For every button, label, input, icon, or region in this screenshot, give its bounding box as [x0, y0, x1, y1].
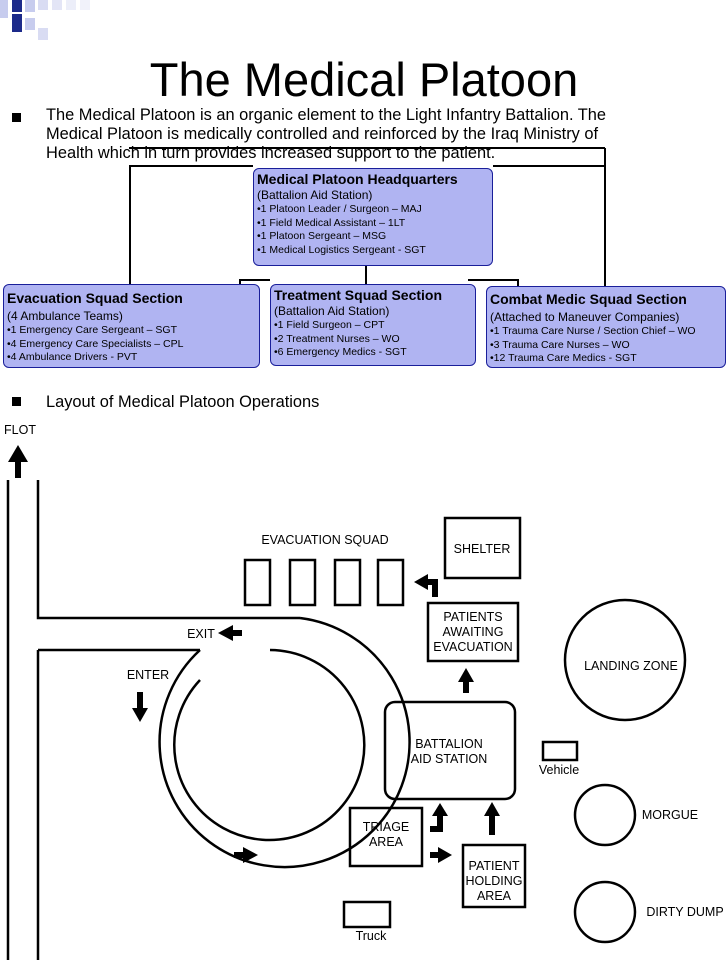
- treatment-title: Treatment Squad Section: [274, 287, 443, 303]
- triage-box: [348, 806, 424, 868]
- vehicle-box: [541, 740, 579, 762]
- combat-medic-item: •12 Trauma Care Medics - SGT: [490, 352, 637, 364]
- layout-map: FLOT EVACUATION SQUAD SHELTER PATIENTS A…: [4, 423, 724, 960]
- patients-awaiting-box: [426, 601, 520, 663]
- enter-label: ENTER: [127, 668, 169, 682]
- dirty-dump-circle: [573, 880, 637, 944]
- patient-holding-line: AREA: [477, 889, 512, 903]
- morgue-label: MORGUE: [642, 808, 698, 822]
- arrow-up-icon: [458, 668, 474, 693]
- shelter-box: [443, 516, 522, 580]
- bullet-square: [12, 113, 21, 122]
- vehicle-label: Vehicle: [539, 763, 579, 777]
- hq-item: •1 Field Medical Assistant – 1LT: [257, 216, 406, 229]
- vehicle-slot: [288, 558, 317, 607]
- hq-item: •1 Platoon Leader / Surgeon – MAJ: [257, 203, 422, 215]
- combat-medic-item: •3 Trauma Care Nurses – WO: [490, 338, 630, 351]
- hq-item: •1 Medical Logistics Sergeant - SGT: [257, 243, 426, 256]
- corner-decoration: [0, 0, 90, 40]
- hq-box: Medical Platoon Headquarters (Battalion …: [253, 168, 493, 266]
- aid-station-line: BATTALION: [415, 737, 483, 751]
- landing-zone-circle: [563, 598, 687, 722]
- road-loop: [158, 616, 411, 869]
- combat-medic-box: Combat Medic Squad Section (Attached to …: [486, 286, 726, 368]
- patient-holding-box: [461, 843, 527, 909]
- org-connectors: [129, 147, 606, 290]
- treatment-item: •1 Field Surgeon – CPT: [274, 319, 385, 331]
- combat-medic-title: Combat Medic Squad Section: [490, 291, 687, 307]
- arrow-up-icon: [8, 445, 28, 478]
- aid-station-line: AID STATION: [411, 752, 488, 766]
- intro-paragraph: The Medical Platoon is an organic elemen…: [46, 106, 716, 163]
- hq-title: Medical Platoon Headquarters: [257, 171, 458, 187]
- arrow-left-icon: [414, 574, 438, 597]
- evacuation-box: Evacuation Squad Section (4 Ambulance Te…: [3, 284, 260, 368]
- hq-item: •1 Platoon Sergeant – MSG: [257, 230, 387, 242]
- evacuation-subtitle: (4 Ambulance Teams): [7, 309, 123, 323]
- vehicle-slot: [376, 558, 405, 607]
- evac-squad-label: EVACUATION SQUAD: [261, 533, 388, 547]
- triage-line: AREA: [369, 835, 404, 849]
- evacuation-item: •1 Emergency Care Sergeant – SGT: [7, 324, 178, 336]
- bullet-square: [12, 397, 21, 406]
- morgue-circle: [573, 783, 637, 847]
- exit-label: EXIT: [187, 627, 215, 641]
- arrow-right-icon: [234, 847, 258, 863]
- arrow-left-icon: [218, 625, 242, 641]
- road-loop-inner: [173, 648, 366, 842]
- intro-line: Medical Platoon is medically controlled …: [46, 125, 599, 143]
- combat-medic-subtitle: (Attached to Maneuver Companies): [490, 310, 680, 324]
- treatment-box: Treatment Squad Section (Battalion Aid S…: [270, 284, 476, 366]
- shelter-label: SHELTER: [454, 542, 511, 556]
- aid-station-box: [383, 700, 517, 801]
- combat-medic-item: •1 Trauma Care Nurse / Section Chief – W…: [490, 325, 696, 337]
- treatment-item: •6 Emergency Medics - SGT: [274, 346, 407, 358]
- evacuation-title: Evacuation Squad Section: [7, 290, 183, 306]
- arrow-up-icon: [484, 802, 500, 835]
- patients-awaiting-line: PATIENTS: [443, 610, 502, 624]
- slide-title: The Medical Platoon: [149, 53, 579, 106]
- patient-holding-line: PATIENT: [469, 859, 520, 873]
- hq-subtitle: (Battalion Aid Station): [257, 188, 373, 202]
- landing-zone-label: LANDING ZONE: [584, 659, 678, 673]
- evacuation-item: •4 Emergency Care Specialists – CPL: [7, 337, 184, 350]
- patients-awaiting-line: AWAITING: [443, 625, 504, 639]
- evacuation-item: •4 Ambulance Drivers - PVT: [7, 351, 138, 363]
- truck-label: Truck: [356, 929, 388, 943]
- intro-line: The Medical Platoon is an organic elemen…: [46, 106, 607, 124]
- arrow-down-icon: [132, 692, 148, 722]
- arrow-up-icon: [430, 803, 448, 832]
- dirty-dump-label: DIRTY DUMP: [646, 905, 723, 919]
- treatment-item: •2 Treatment Nurses – WO: [274, 332, 400, 345]
- truck-box: [342, 900, 392, 929]
- flot-label: FLOT: [4, 423, 36, 437]
- treatment-subtitle: (Battalion Aid Station): [274, 304, 390, 318]
- patients-awaiting-line: EVACUATION: [433, 640, 512, 654]
- vehicle-slot: [333, 558, 362, 607]
- vehicle-slot: [243, 558, 272, 607]
- layout-heading: Layout of Medical Platoon Operations: [46, 393, 320, 411]
- road: [6, 480, 300, 960]
- patient-holding-line: HOLDING: [466, 874, 523, 888]
- arrow-right-icon: [430, 847, 452, 863]
- triage-line: TRIAGE: [363, 820, 410, 834]
